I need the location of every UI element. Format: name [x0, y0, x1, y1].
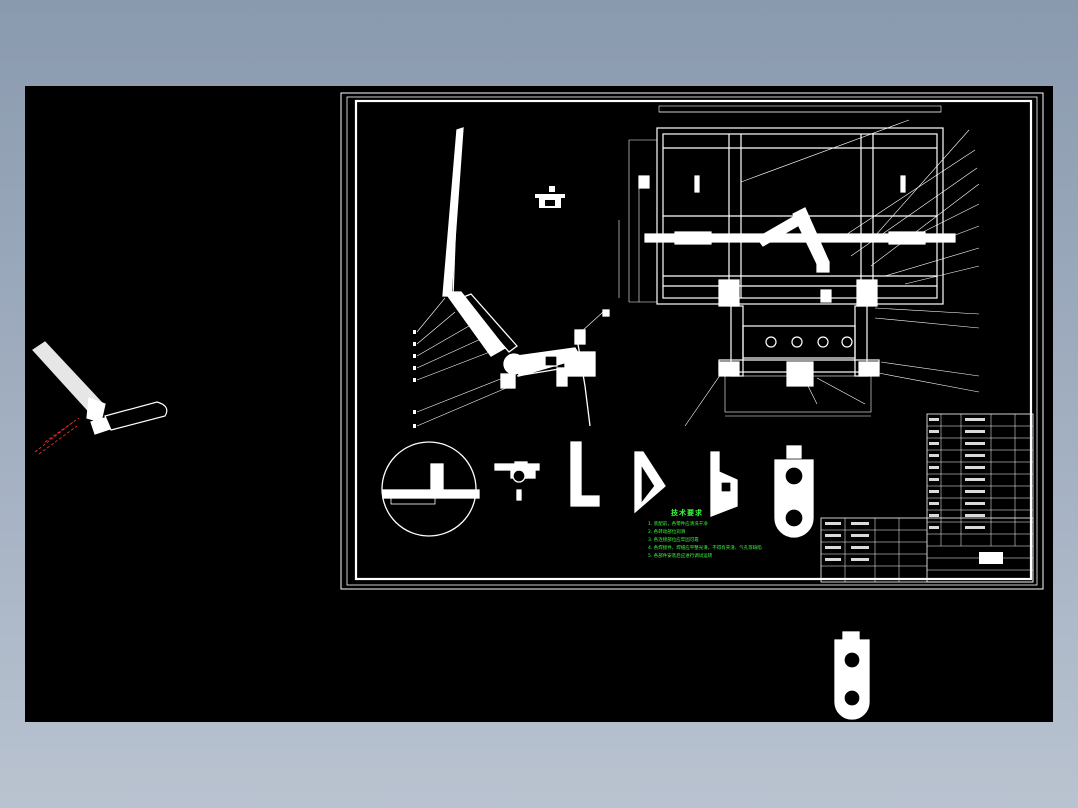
- tech-note: 3. 各连接部位应牢固可靠: [648, 538, 699, 543]
- tech-requirements-title: 技术要求: [671, 509, 703, 517]
- tech-note: 1. 装配前，各零件应清洗干净: [648, 522, 708, 527]
- tech-note: 4. 各焊接件，焊缝应平整光滑，不得有夹渣、气孔等缺陷: [648, 546, 762, 551]
- stray-arm-view: [32, 341, 168, 455]
- cad-model-space[interactable]: 技术要求 1. 装配前，各零件应清洗干净 2. 各转动部位润滑 3. 各连接部位…: [25, 86, 1053, 722]
- tech-note: 5. 各部件安装后应进行调试运转: [648, 554, 713, 559]
- tech-note: 2. 各转动部位润滑: [648, 530, 686, 535]
- bracket-detail: [535, 186, 565, 208]
- detail-views-row: [381, 441, 814, 538]
- base-structure-view: [684, 279, 980, 427]
- arm-assembly-view: [413, 127, 610, 428]
- sheet-frame: [340, 92, 1044, 590]
- cad-drawing: [32, 92, 1044, 720]
- stray-link-part: [834, 631, 870, 720]
- title-block: [820, 413, 1034, 583]
- frame-machine-view: [618, 105, 980, 305]
